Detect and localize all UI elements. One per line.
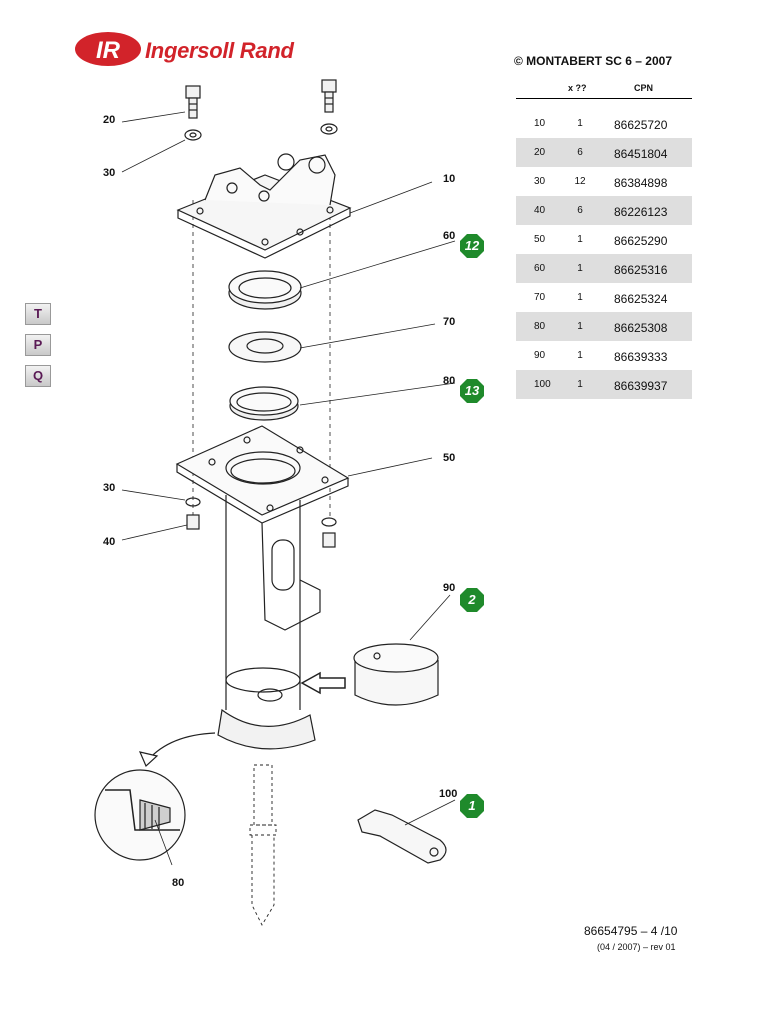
ring-part-80 — [229, 386, 299, 421]
callout-20: 20 — [103, 114, 116, 126]
callout-10: 10 — [443, 173, 456, 185]
bolt-part-20-right — [321, 79, 337, 113]
callout-80-detail: 80 — [172, 877, 185, 889]
arrow-icon — [300, 671, 346, 695]
washer-part-30 — [184, 129, 202, 141]
callout-80: 80 — [443, 375, 456, 387]
qty-badge-90: 2 — [459, 587, 485, 613]
callout-60: 60 — [443, 230, 456, 242]
body-part-50 — [175, 425, 350, 750]
seal-ring-part-60 — [228, 270, 302, 310]
col-qty-header: x ?? — [568, 83, 587, 93]
nav-button-q[interactable]: Q — [25, 365, 51, 387]
qty-badge-80: 13 — [459, 378, 485, 404]
logo-letters: IR — [96, 37, 121, 64]
bolt-part-20 — [185, 85, 201, 119]
wrench-part-100 — [357, 809, 447, 864]
callout-90: 90 — [443, 582, 456, 594]
nut-part-40 — [186, 514, 200, 530]
callout-70: 70 — [443, 316, 456, 328]
qty-badge-100: 1 — [459, 793, 485, 819]
copyright-title: © MONTABERT SC 6 – 2007 — [514, 54, 672, 68]
callout-40: 40 — [103, 536, 116, 548]
document-revision: (04 / 2007) – rev 01 — [597, 942, 676, 952]
table-header: x ?? CPN — [516, 82, 692, 99]
flat-washer-part-70 — [228, 331, 302, 363]
callout-30-lower: 30 — [103, 482, 116, 494]
callout-100: 100 — [439, 788, 458, 800]
nav-button-p[interactable]: P — [25, 334, 51, 356]
col-cpn-header: CPN — [634, 83, 654, 93]
qty-badge-60: 12 — [459, 233, 485, 259]
chisel-tool — [249, 764, 277, 926]
collar-part-90 — [353, 643, 439, 706]
callout-50: 50 — [443, 452, 456, 464]
ingersoll-rand-logo: IR — [75, 32, 141, 66]
top-bracket-part-10 — [176, 153, 352, 259]
callout-30: 30 — [103, 167, 116, 179]
brand-name: Ingersoll Rand — [145, 38, 294, 63]
nav-button-t[interactable]: T — [25, 303, 51, 325]
document-number: 86654795 – 4 /10 — [584, 924, 678, 938]
